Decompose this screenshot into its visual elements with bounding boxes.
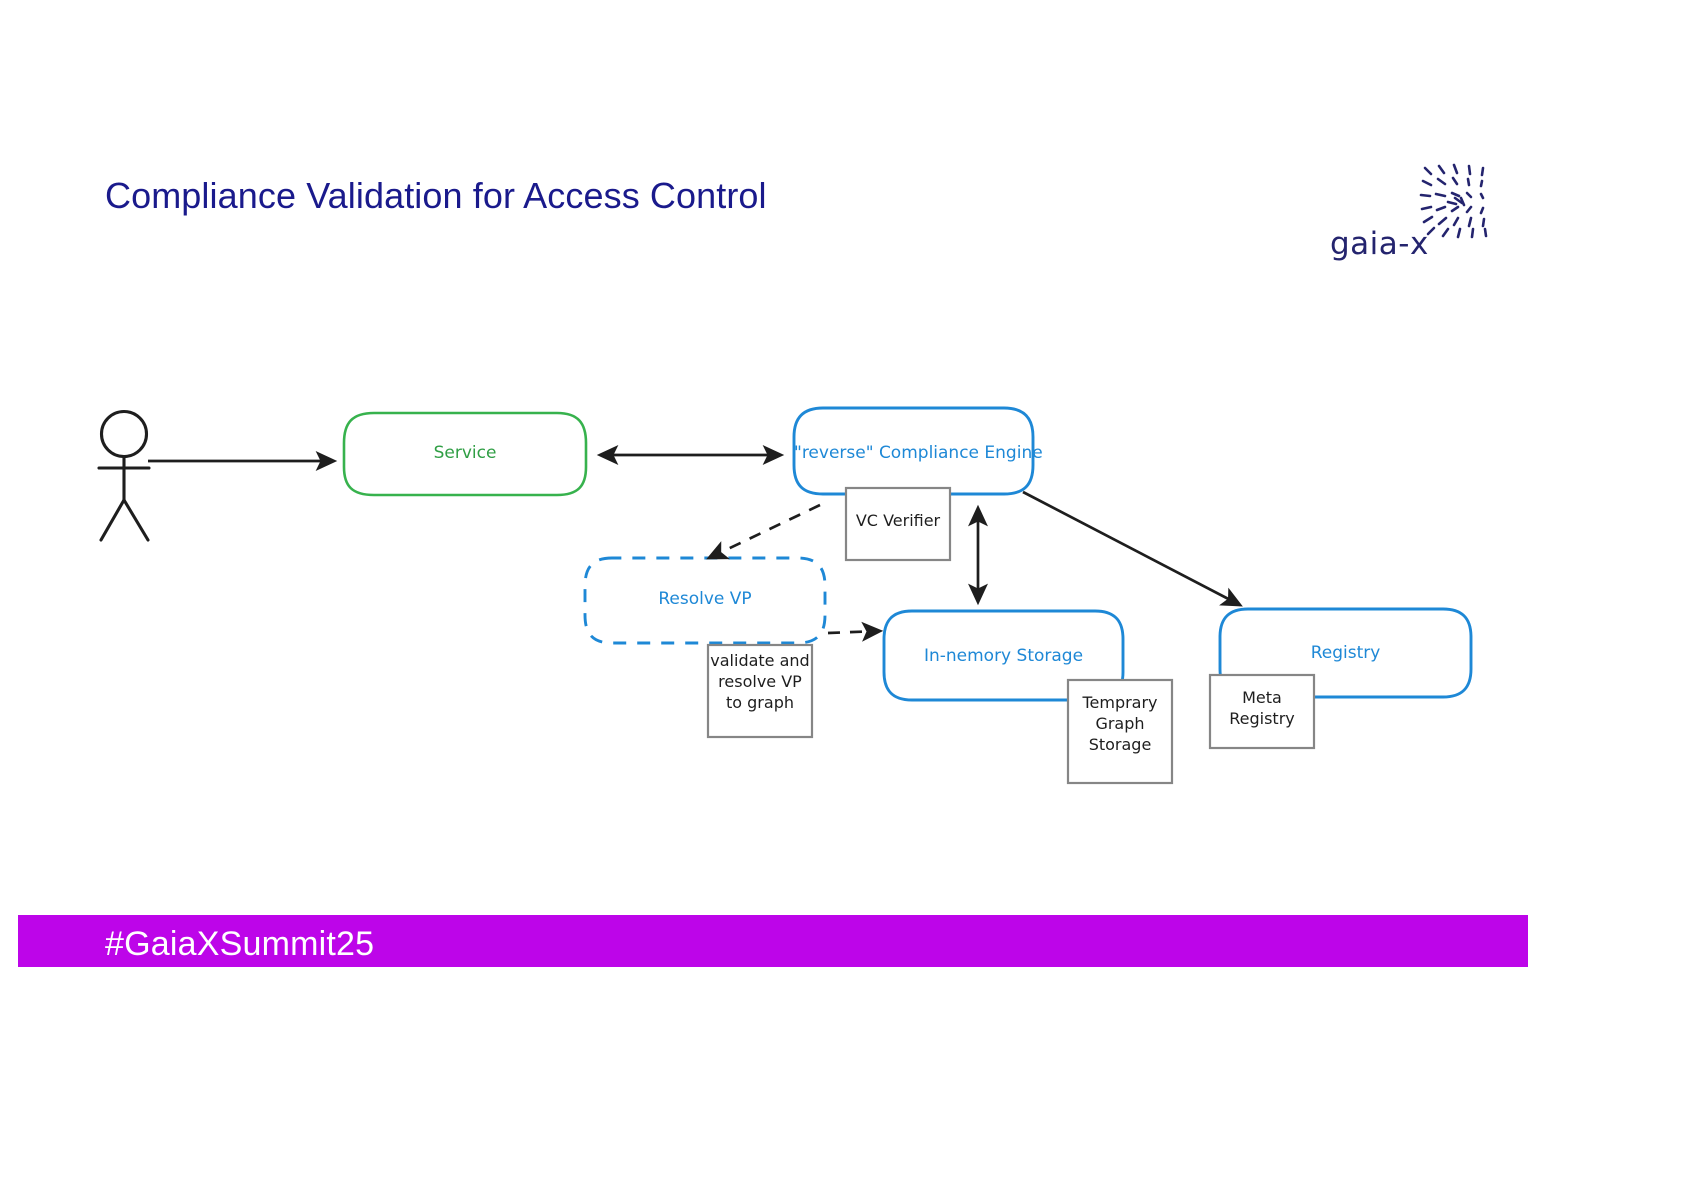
- actor-stick-figure: [97, 409, 151, 542]
- gaia-x-logo: gaia-x: [1330, 162, 1510, 272]
- note-validate-resolve-shape: [706, 643, 814, 739]
- footer-banner: [18, 915, 1528, 967]
- edge-compliance-engine-to-registry: [1022, 490, 1243, 607]
- note-vc-verifier-shape: [844, 486, 952, 562]
- node-service-shape: [342, 411, 588, 497]
- edge-compliance-engine-to-resolve-vp: [706, 503, 821, 560]
- note-temporary-graph-storage-shape: [1066, 678, 1174, 785]
- starburst-dot-pattern-icon: [1415, 162, 1505, 242]
- note-meta-registry-shape: [1208, 673, 1316, 750]
- edge-resolve-vp-to-in-memory-storage: [827, 621, 884, 642]
- architecture-diagram: resolve vp (dashed) --> in-memory storag…: [97, 406, 1473, 785]
- page-title: Compliance Validation for Access Control: [105, 175, 767, 216]
- footer-hashtag: #GaiaXSummit25: [105, 925, 375, 963]
- gaia-x-wordmark: gaia-x: [1330, 226, 1429, 262]
- node-resolve-vp-shape: [583, 556, 827, 645]
- node-compliance-engine-shape: [792, 406, 1035, 496]
